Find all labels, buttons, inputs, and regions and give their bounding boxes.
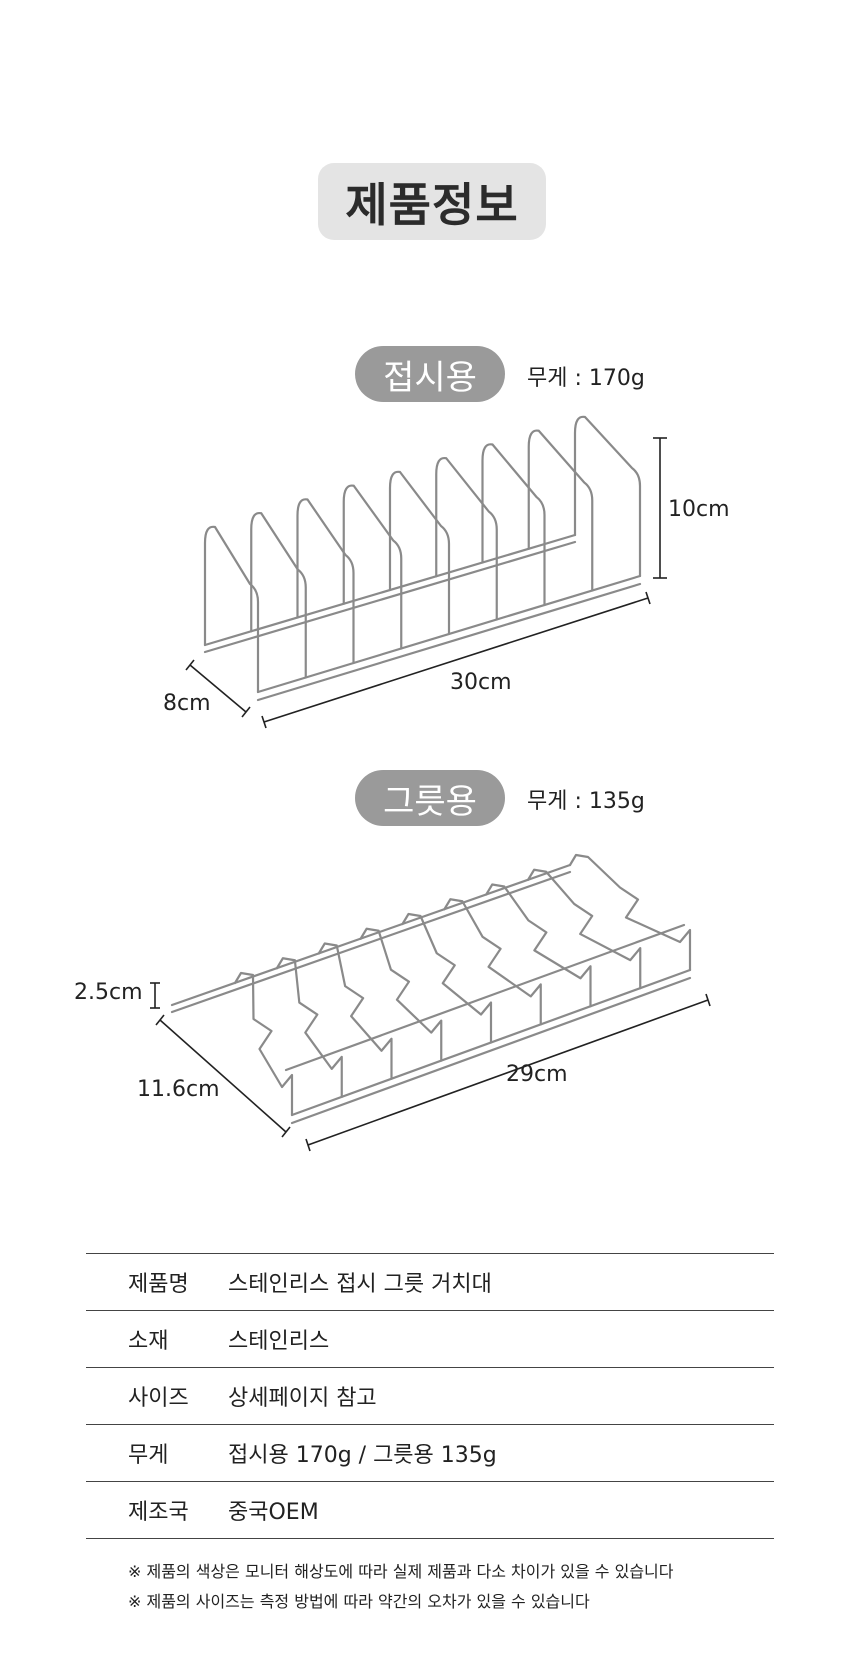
product-type-badge-plate: 접시용 [355,346,505,402]
spec-key: 제조국 [128,1500,189,1525]
note-size: ※ 제품의 사이즈는 측정 방법에 따라 약간의 오차가 있을 수 있습니다 [128,1592,590,1611]
bowl-divider-wire [443,898,542,1026]
plate-rack-illustration [203,415,642,702]
plate-rack-dimension-lines [185,437,667,729]
bowl-divider-wire [527,868,642,990]
plate-divider-wire [573,415,642,578]
spec-value: 접시용 170g / 그릇용 135g [228,1443,497,1468]
product-type-badge-bowl: 그릇용 [355,770,505,826]
plate-divider-wire [203,525,260,694]
bowl-divider-wire [275,957,343,1098]
table-row: 무게 접시용 170g / 그릇용 135g [86,1425,774,1482]
bowl-divider-wire [359,927,443,1062]
spec-value: 스테인리스 접시 그릇 거치대 [228,1272,492,1297]
bowl-divider-wire [317,942,393,1080]
page-title: 제품정보 [318,163,546,240]
disclaimer-notes: ※ 제품의 색상은 모니터 해상도에 따라 실제 제품과 다소 차이가 있을 수… [128,1557,673,1617]
plate-divider-wire [435,456,498,621]
plate-divider-wire [527,429,594,592]
bowl-divider-wire [233,971,294,1117]
table-row: 소재 스테인리스 [86,1311,774,1368]
table-row: 사이즈 상세페이지 참고 [86,1368,774,1425]
table-row: 제품명 스테인리스 접시 그릇 거치대 [86,1254,774,1311]
spec-key: 소재 [128,1329,169,1354]
bowl-depth-label: 11.6cm [137,1077,220,1102]
bowl-rack-dimension-lines [150,982,711,1152]
plate-divider-wire [250,511,307,679]
bowl-divider-wire [485,883,592,1008]
bowl-height-label: 2.5cm [74,980,143,1005]
plate-depth-label: 8cm [163,691,211,716]
spec-key: 사이즈 [128,1386,189,1411]
product-illustrations [150,415,711,1152]
product-weight-plate: 무게 : 170g [527,366,645,391]
plate-divider-wire [342,484,403,650]
bowl-length-label: 29cm [506,1062,568,1087]
spec-value: 스테인리스 [228,1329,330,1354]
bowl-rack-illustration [170,853,692,1125]
plate-height-label: 10cm [668,497,730,522]
product-weight-bowl: 무게 : 135g [527,789,645,814]
plate-divider-wire [481,443,546,607]
spec-key: 제품명 [128,1272,189,1297]
spec-key: 무게 [128,1443,169,1468]
bowl-divider-wire [401,912,493,1044]
spec-value: 중국OEM [228,1500,319,1525]
spec-table: 제품명 스테인리스 접시 그릇 거치대 소재 스테인리스 사이즈 상세페이지 참… [86,1253,774,1539]
plate-divider-wire [296,498,355,665]
plate-length-label: 30cm [450,670,512,695]
spec-value: 상세페이지 참고 [228,1386,377,1411]
plate-divider-wire [388,470,451,636]
bowl-divider-wire [568,853,692,972]
table-row: 제조국 중국OEM [86,1482,774,1539]
note-color: ※ 제품의 색상은 모니터 해상도에 따라 실제 제품과 다소 차이가 있을 수… [128,1562,674,1581]
